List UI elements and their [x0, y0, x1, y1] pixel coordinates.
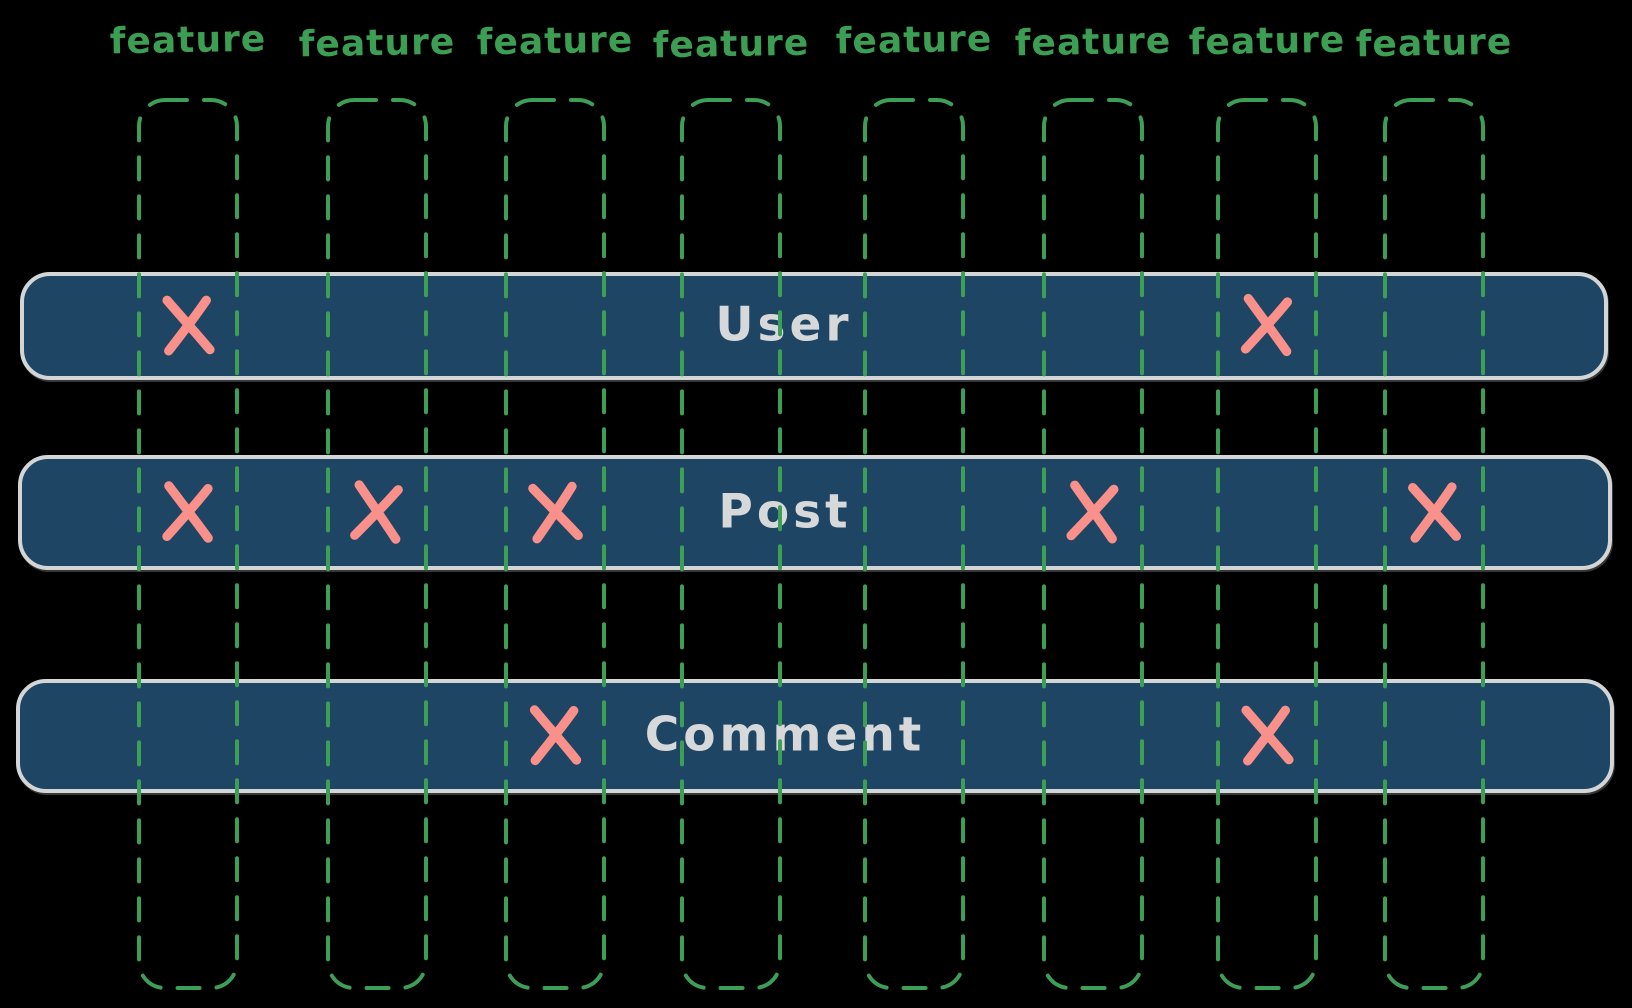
- feature-column: [326, 98, 428, 990]
- feature-column: [1383, 98, 1485, 990]
- x-mark-icon: [528, 481, 583, 543]
- entity-bar-comment: Comment: [16, 679, 1614, 793]
- x-mark-icon: [1066, 480, 1119, 543]
- entity-bar-user: User: [20, 272, 1608, 380]
- entity-label: Comment: [644, 707, 926, 763]
- x-mark-icon: [1408, 481, 1462, 543]
- x-mark-icon: [1240, 293, 1293, 357]
- feature-column: [504, 98, 606, 990]
- feature-column: [1042, 98, 1144, 990]
- feature-column: [680, 98, 782, 990]
- x-mark-icon: [529, 705, 582, 766]
- feature-column: [1216, 98, 1318, 990]
- x-mark-icon: [350, 479, 403, 544]
- x-mark-icon: [162, 295, 215, 356]
- x-mark-icon: [1241, 705, 1294, 766]
- feature-column: [137, 98, 239, 990]
- x-mark-icon: [162, 480, 213, 543]
- feature-column: [863, 98, 965, 990]
- entity-label: Post: [718, 483, 852, 539]
- entity-bar-post: Post: [18, 455, 1612, 570]
